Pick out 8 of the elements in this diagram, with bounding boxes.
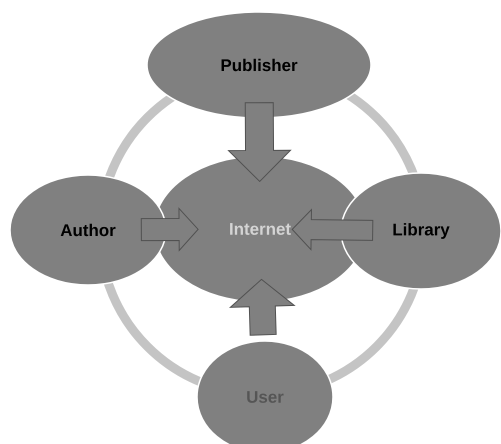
ellipse-node: Author xyxy=(9,174,167,286)
block-arrow xyxy=(292,208,374,251)
ellipse-node: Publisher xyxy=(146,11,372,119)
block-arrow xyxy=(140,207,199,252)
ellipse-node: Library xyxy=(340,172,501,290)
block-arrow xyxy=(227,102,292,182)
node-label: Library xyxy=(393,223,450,239)
block-arrow xyxy=(228,278,296,336)
